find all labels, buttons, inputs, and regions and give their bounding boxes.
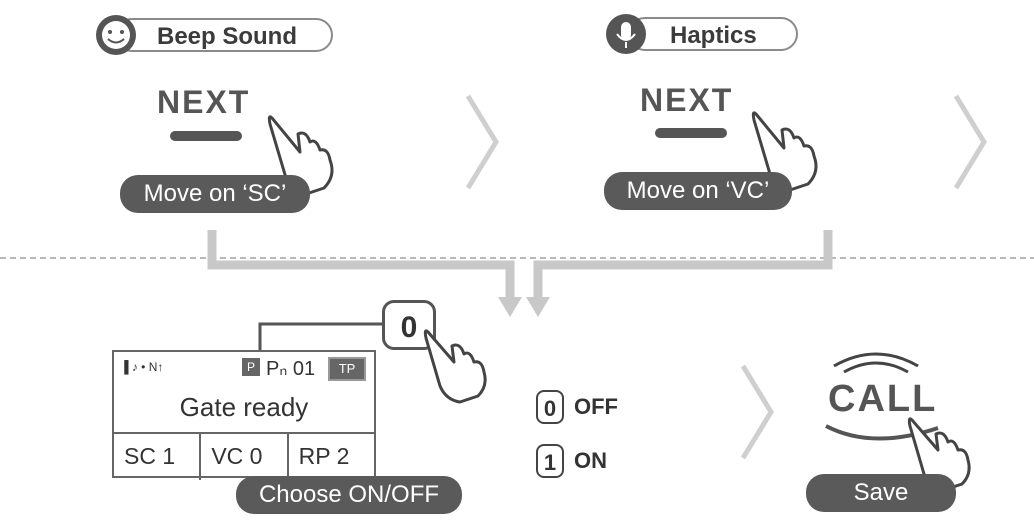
haptics-label: Haptics: [670, 22, 757, 49]
lcd-channel: Pₙ 01: [266, 358, 316, 380]
chevron-right-icon: [740, 364, 774, 460]
option-on-label: ON: [574, 448, 607, 473]
next-label-2: NEXT: [640, 82, 734, 118]
hand-pointer-icon: [267, 115, 334, 196]
beep-sound-pill: Beep Sound: [115, 18, 333, 52]
next-label-1: NEXT: [157, 84, 251, 120]
choose-on-off-tag: Choose ON/OFF: [236, 476, 462, 514]
lcd-tp-badge: TP: [328, 357, 366, 381]
key-one-option: 1: [536, 444, 564, 478]
lcd-display: ▐ ♪ • N↑ P Pₙ 01 TP Gate ready SC 1 VC 0…: [112, 350, 376, 480]
next-bar-2: [655, 128, 727, 138]
chevron-right-icon: [953, 94, 987, 190]
save-tag: Save: [806, 474, 956, 512]
lcd-p-badge: P: [242, 358, 260, 376]
lcd-cells: SC 1 VC 0 RP 2: [114, 432, 374, 480]
call-button-label[interactable]: CALL: [828, 378, 938, 420]
lcd-cell-rp: RP 2: [298, 443, 350, 469]
move-on-sc-tag: Move on ‘SC’: [120, 175, 310, 213]
chevron-right-icon: [465, 94, 499, 190]
key-zero-option: 0: [536, 390, 564, 424]
lcd-cell-vc: VC 0: [201, 434, 289, 480]
dashed-separator: [0, 257, 1034, 259]
hand-pointer-icon: [751, 111, 818, 192]
key-zero-label: 0: [400, 311, 418, 344]
microphone-icon: [606, 14, 646, 54]
lcd-main-text: Gate ready: [179, 392, 309, 422]
lcd-status-icons: ▐ ♪ • N↑: [120, 360, 164, 374]
haptics-pill: Haptics: [628, 17, 798, 51]
beep-speech-icon: [96, 15, 136, 55]
call-signal-icon: [833, 352, 919, 374]
beep-sound-label: Beep Sound: [157, 23, 298, 50]
move-on-vc-tag: Move on ‘VC’: [604, 172, 792, 210]
hand-pointer-icon: [907, 417, 971, 492]
hand-pointer-icon: [423, 329, 487, 404]
next-bar-1: [170, 131, 242, 141]
lcd-status-row: ▐ ♪ • N↑ P Pₙ 01 TP: [114, 352, 374, 388]
flow-arrows: [207, 230, 833, 317]
option-off-label: OFF: [574, 394, 618, 419]
lcd-cell-sc: SC 1: [114, 434, 202, 480]
